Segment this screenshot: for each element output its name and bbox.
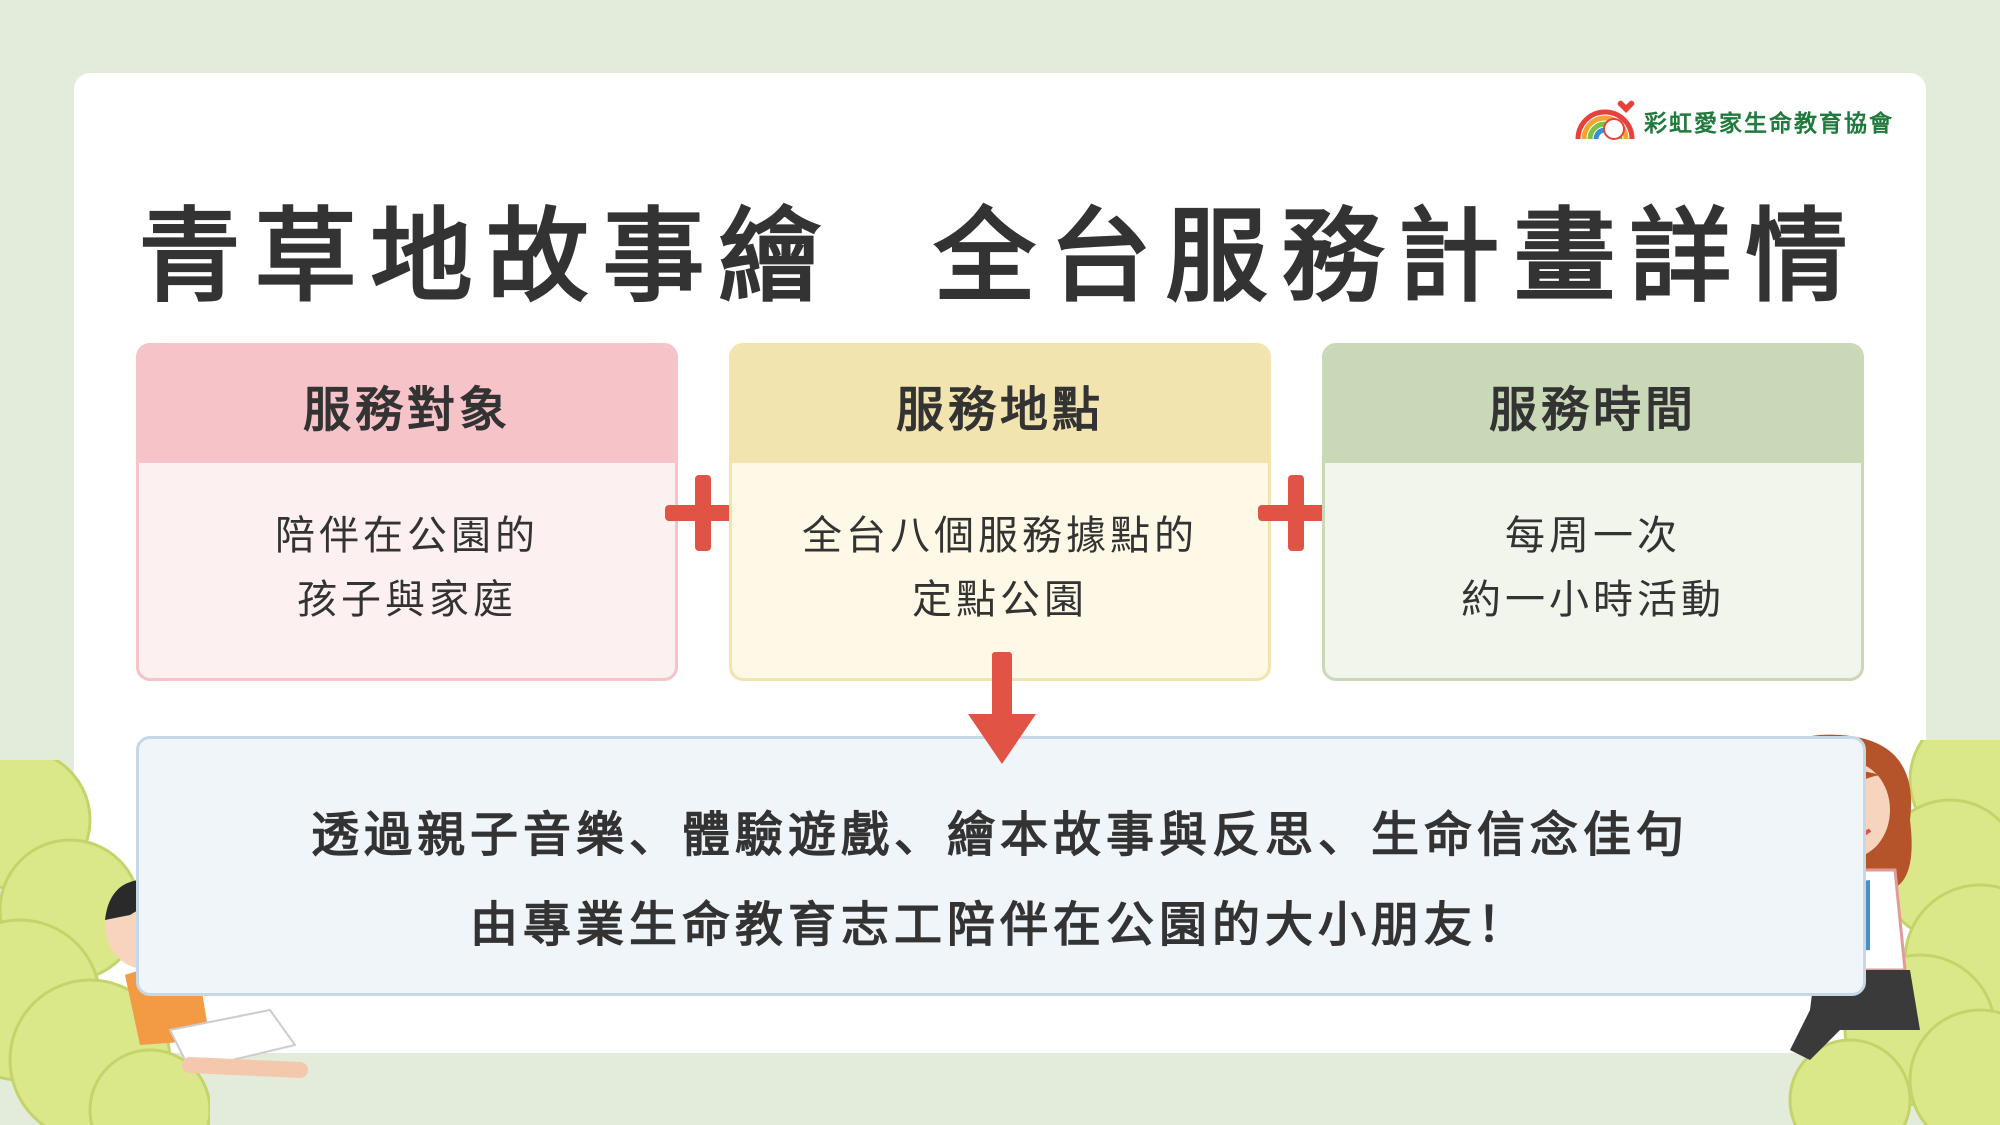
box-line: 定點公園: [912, 577, 1088, 623]
summary-box: [136, 736, 1866, 996]
summary-line-1: 透過親子音樂、體驗遊戲、繪本故事與反思、生命信念佳句: [310, 807, 1689, 863]
plus-icon: [1258, 475, 1334, 551]
bush-right-illustration: [1788, 740, 2000, 1125]
box-body: 全台八個服務據點的 定點公園: [732, 463, 1268, 673]
bush-left-illustration: [0, 760, 210, 1125]
box-heading: 服務地點: [732, 346, 1268, 463]
box-line: 陪伴在公園的: [275, 513, 539, 559]
arrow-down-icon: [968, 652, 1036, 764]
plus-icon: [665, 475, 741, 551]
service-target-box: 服務對象 陪伴在公園的 孩子與家庭: [136, 343, 678, 681]
box-line: 全台八個服務據點的: [802, 513, 1198, 559]
box-body: 每周一次 約一小時活動: [1325, 463, 1861, 673]
page-title: 青草地故事繪 全台服務計畫詳情: [138, 198, 1862, 317]
rainbow-logo-icon: [1575, 100, 1635, 140]
box-line: 約一小時活動: [1461, 577, 1725, 623]
box-line: 每周一次: [1505, 513, 1681, 559]
box-line: 孩子與家庭: [297, 577, 517, 623]
box-heading: 服務對象: [139, 346, 675, 463]
box-heading: 服務時間: [1325, 346, 1861, 463]
organization-name: 彩虹愛家生命教育協會: [1644, 111, 1894, 137]
organization-logo: 彩虹愛家生命教育協會: [1574, 96, 1894, 146]
box-body: 陪伴在公園的 孩子與家庭: [139, 463, 675, 673]
service-time-box: 服務時間 每周一次 約一小時活動: [1322, 343, 1864, 681]
service-location-box: 服務地點 全台八個服務據點的 定點公園: [729, 343, 1271, 681]
summary-line-2: 由專業生命教育志工陪伴在公園的大小朋友！: [469, 897, 1530, 953]
